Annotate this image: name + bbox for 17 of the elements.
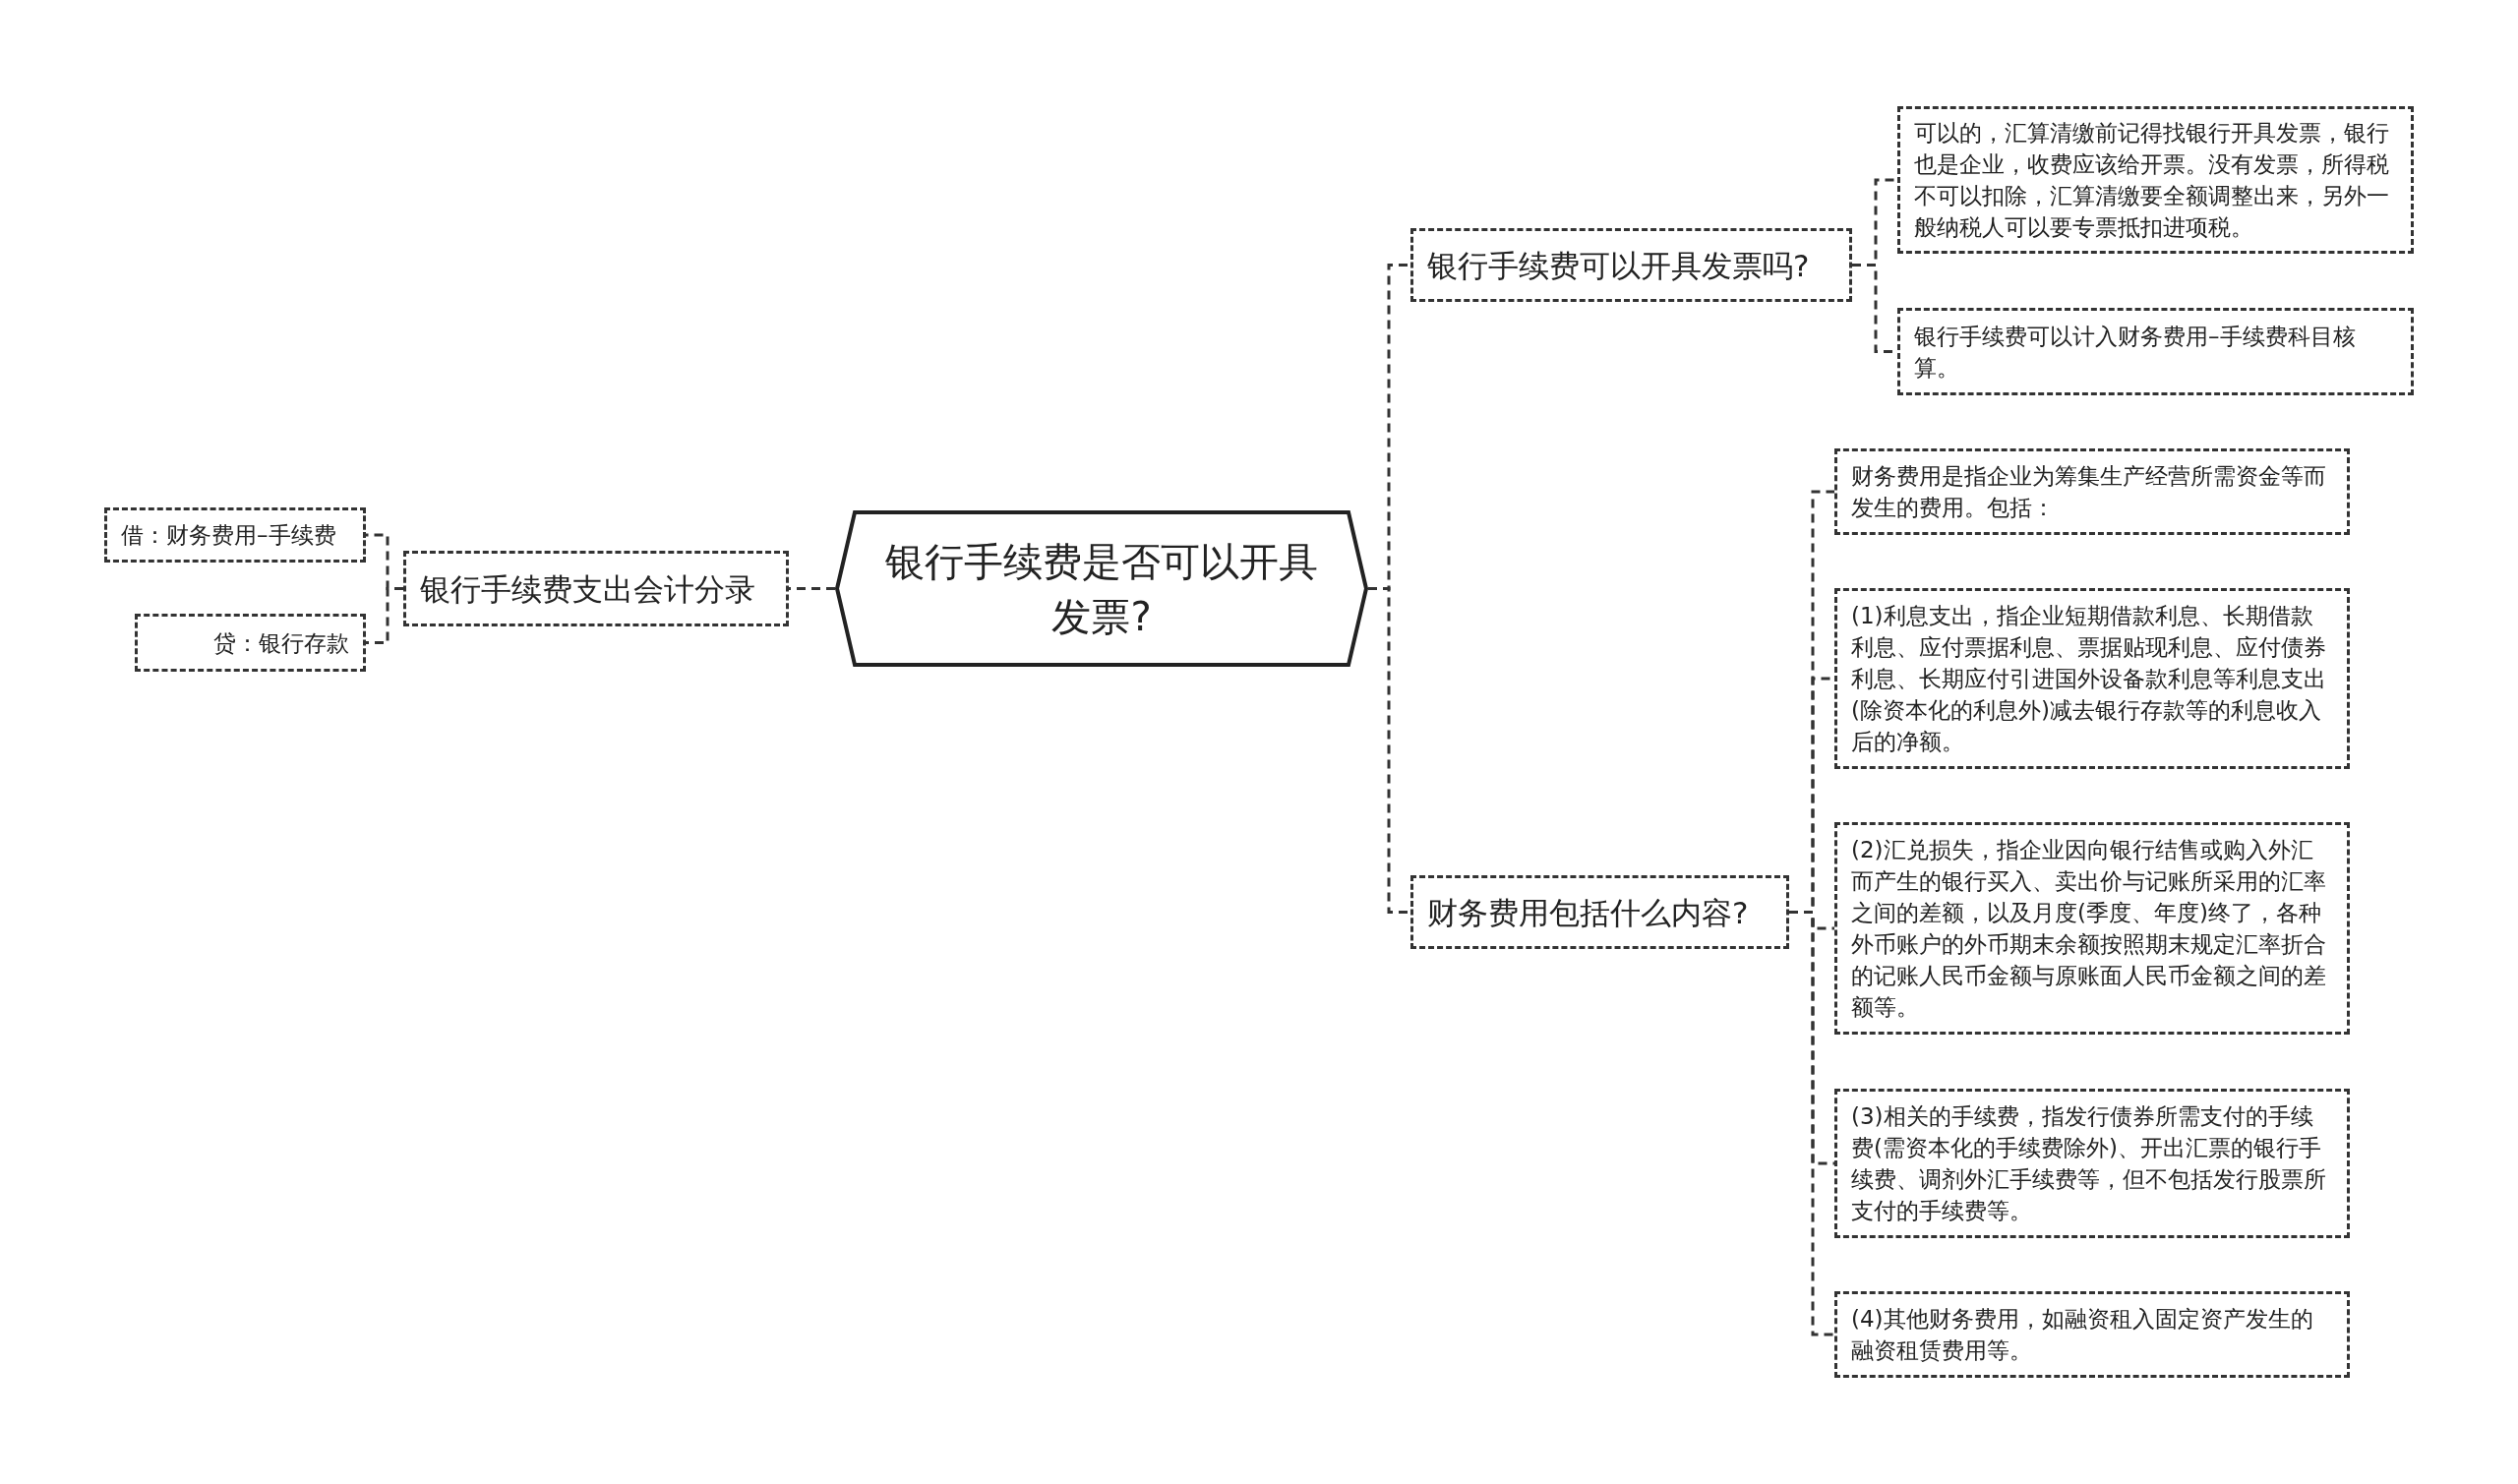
topic-box: 贷：银行存款 [135,614,366,672]
topic-box: 财务费用是指企业为筹集生产经营所需资金等而发生的费用。包括： [1834,448,2350,535]
topic-box: (4)其他财务费用，如融资租入固定资产发生的融资租赁费用等。 [1834,1291,2350,1378]
topic-box: 可以的，汇算清缴前记得找银行开具发票，银行也是企业，收费应该给开票。没有发票，所得税不可以扣除，汇算清缴要全额调整出来，另外一般纳税人可以要专票抵扣进项税。 [1897,106,2414,254]
connector-line [789,587,835,590]
topic-box: (3)相关的手续费，指发行债券所需支付的手续费(需资本化的手续费除外)、开出汇票的银行手续费、调剂外汇手续费等，但不包括发行股票所支付的手续费等。 [1834,1089,2350,1238]
topic-box: (2)汇兑损失，指企业因向银行结售或购入外汇而产生的银行买入、卖出价与记账所采用的汇率之间的差额，以及月度(季度、年度)终了，各种外币账户的外币期末余额按照期末规定汇率折合的记账人民币金额与原账面人民币金额之间的差额等。 [1834,822,2350,1035]
topic-box: 银行手续费支出会计分录 [403,551,789,626]
topic-box: 借：财务费用–手续费 [104,507,366,563]
connector-line [1368,587,1410,914]
connector-line [1789,911,1834,1336]
topic-box: 财务费用包括什么内容? [1410,875,1789,949]
topic-box: 银行手续费可以开具发票吗? [1410,228,1852,302]
central-topic-hexagon: 银行手续费是否可以开具发票? [835,510,1368,667]
topic-box: 银行手续费可以计入财务费用–手续费科目核算。 [1897,308,2414,395]
topic-box: (1)利息支出，指企业短期借款利息、长期借款利息、应付票据利息、票据贴现利息、应付债券利息、长期应付引进国外设备款利息等利息支出(除资本化的利息外)减去银行存款等的利息收入后的净额。 [1834,588,2350,769]
connector-line [366,587,403,644]
